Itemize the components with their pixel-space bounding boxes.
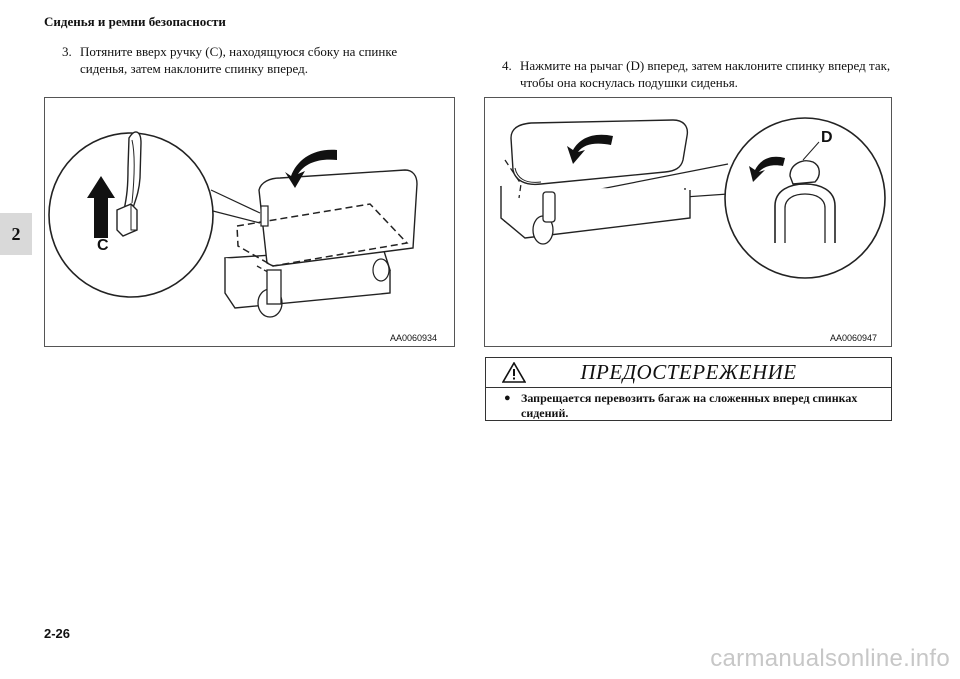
step-number: 4.: [502, 58, 512, 73]
header-title: Сиденья и ремни безопасности: [44, 14, 226, 29]
warning-body: ● Запрещается перевозить багаж на сложен…: [486, 388, 891, 421]
warning-text: Запрещается перевозить багаж на сложенны…: [521, 391, 858, 420]
seat-release-handle-illustration: C AA0060934: [48, 131, 437, 343]
step-text: Нажмите на рычаг (D) вперед, затем накло…: [520, 58, 891, 90]
warning-header: ПРЕДОСТЕРЕЖЕНИЕ: [486, 358, 891, 388]
callout-letter-c: C: [97, 237, 109, 254]
warning-box: ПРЕДОСТЕРЕЖЕНИЕ ● Запрещается перевозить…: [485, 357, 892, 421]
zoom-circle: [724, 117, 886, 279]
watermark: carmanualsonline.info: [710, 645, 950, 672]
warning-triangle-icon: [502, 362, 526, 383]
warning-title: ПРЕДОСТЕРЕЖЕНИЕ: [580, 360, 797, 384]
chapter-tab: 2: [0, 213, 32, 255]
seat-lever-illustration: D AA0060947: [500, 117, 886, 343]
step-number: 3.: [62, 44, 72, 59]
page-number: 2-26: [44, 626, 71, 641]
step-3: 3. Потяните вверх ручку (C), находящуюся…: [62, 43, 442, 77]
figure-right: D AA0060947: [484, 97, 892, 347]
step-text: Потяните вверх ручку (C), находящуюся сб…: [80, 44, 398, 76]
figure-left: C AA0060934: [44, 97, 455, 347]
figure-code-left: AA0060934: [390, 333, 437, 343]
bullet-icon: ●: [504, 392, 511, 404]
step-4: 4. Нажмите на рычаг (D) вперед, затем на…: [502, 57, 892, 91]
figure-code-right: AA0060947: [830, 333, 877, 343]
callout-letter-d: D: [821, 129, 833, 146]
